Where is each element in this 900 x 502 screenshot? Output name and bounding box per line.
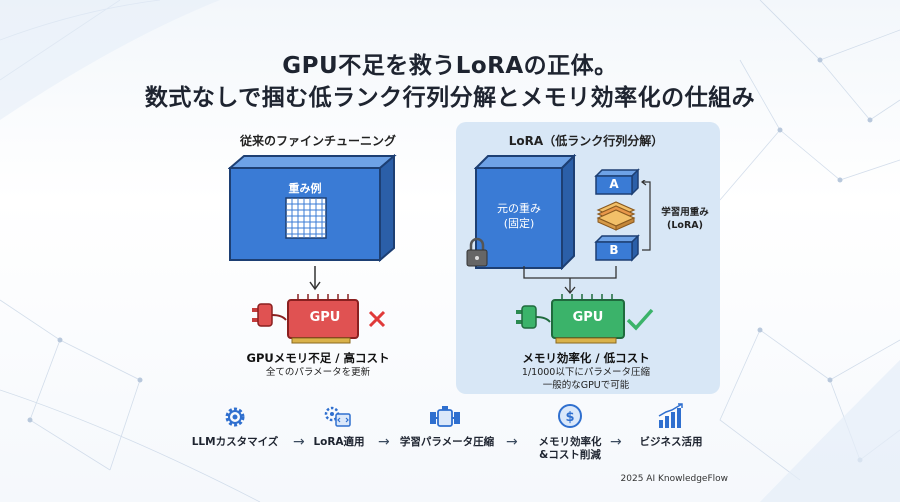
page-title-line1: GPU不足を救うLoRAの正体。	[282, 53, 618, 79]
flow-step-5-label: ビジネス活用	[639, 436, 703, 448]
right-result-title: メモリ効率化 / 低コスト	[522, 351, 650, 365]
matrix-example-label: 重み例	[288, 182, 322, 195]
bar-chart-icon	[658, 403, 683, 428]
flow-arrow-2: →	[378, 434, 390, 450]
coin-icon: $	[558, 404, 582, 428]
lora-side-label-line1: 学習用重み	[661, 207, 709, 218]
gear-code-icon	[324, 406, 351, 427]
matrix-b-label: B	[609, 243, 619, 257]
right-result-desc-line2: 一般的なGPUで可能	[542, 380, 630, 391]
svg-text:$: $	[565, 410, 574, 425]
lock-icon	[466, 237, 488, 267]
flow-step-1-label: LLMカスタマイズ	[191, 436, 279, 448]
flow-arrow-4: →	[610, 434, 622, 450]
bracket-icon	[641, 180, 651, 251]
weight-matrix-grid-icon	[285, 197, 327, 239]
flow-arrow-1: →	[293, 434, 305, 450]
flow-arrow-3: →	[506, 434, 518, 450]
sandwich-icon	[596, 201, 636, 231]
lora-side-label-line2: (LoRA)	[667, 220, 703, 231]
matrix-a-label: A	[609, 177, 619, 191]
frozen-weight-block	[474, 154, 577, 270]
gear-icon	[225, 407, 245, 427]
gpu-red-card	[252, 294, 386, 344]
base-weight-label-line1: 元の重み	[497, 202, 541, 215]
page-title-line2: 数式なしで掴む低ランク行列分解とメモリ効率化の仕組み	[144, 85, 756, 111]
gpu-label-right: GPU	[572, 310, 604, 325]
gpu-green-card	[516, 294, 654, 344]
compress-icon	[430, 406, 460, 427]
flow-step-3-label: 学習パラメータ圧縮	[399, 436, 495, 448]
left-panel-heading: 従来のファインチューニング	[239, 134, 396, 148]
footer-copyright: 2025 AI KnowledgeFlow	[620, 474, 728, 484]
flow-step-4-label-line1: メモリ効率化	[538, 436, 602, 448]
merge-arrow-icon	[523, 266, 617, 295]
right-result-desc-line1: 1/1000以下にパラメータ圧縮	[521, 367, 651, 378]
down-arrow-icon	[309, 266, 321, 291]
flow-step-2-label: LoRA適用	[313, 436, 365, 448]
flow-step-4-label-line2: &コスト削減	[539, 449, 601, 461]
matrix-b-block	[594, 234, 640, 262]
right-panel-heading: LoRA（低ランク行列分解）	[508, 134, 664, 148]
x-mark-icon	[364, 306, 384, 326]
base-weight-label-line2: (固定)	[503, 217, 535, 230]
left-result-title: GPUメモリ不足 / 高コスト	[246, 351, 390, 365]
matrix-a-block	[594, 168, 640, 196]
left-result-desc: 全てのパラメータを更新	[265, 367, 371, 378]
gpu-label-left: GPU	[309, 310, 341, 325]
